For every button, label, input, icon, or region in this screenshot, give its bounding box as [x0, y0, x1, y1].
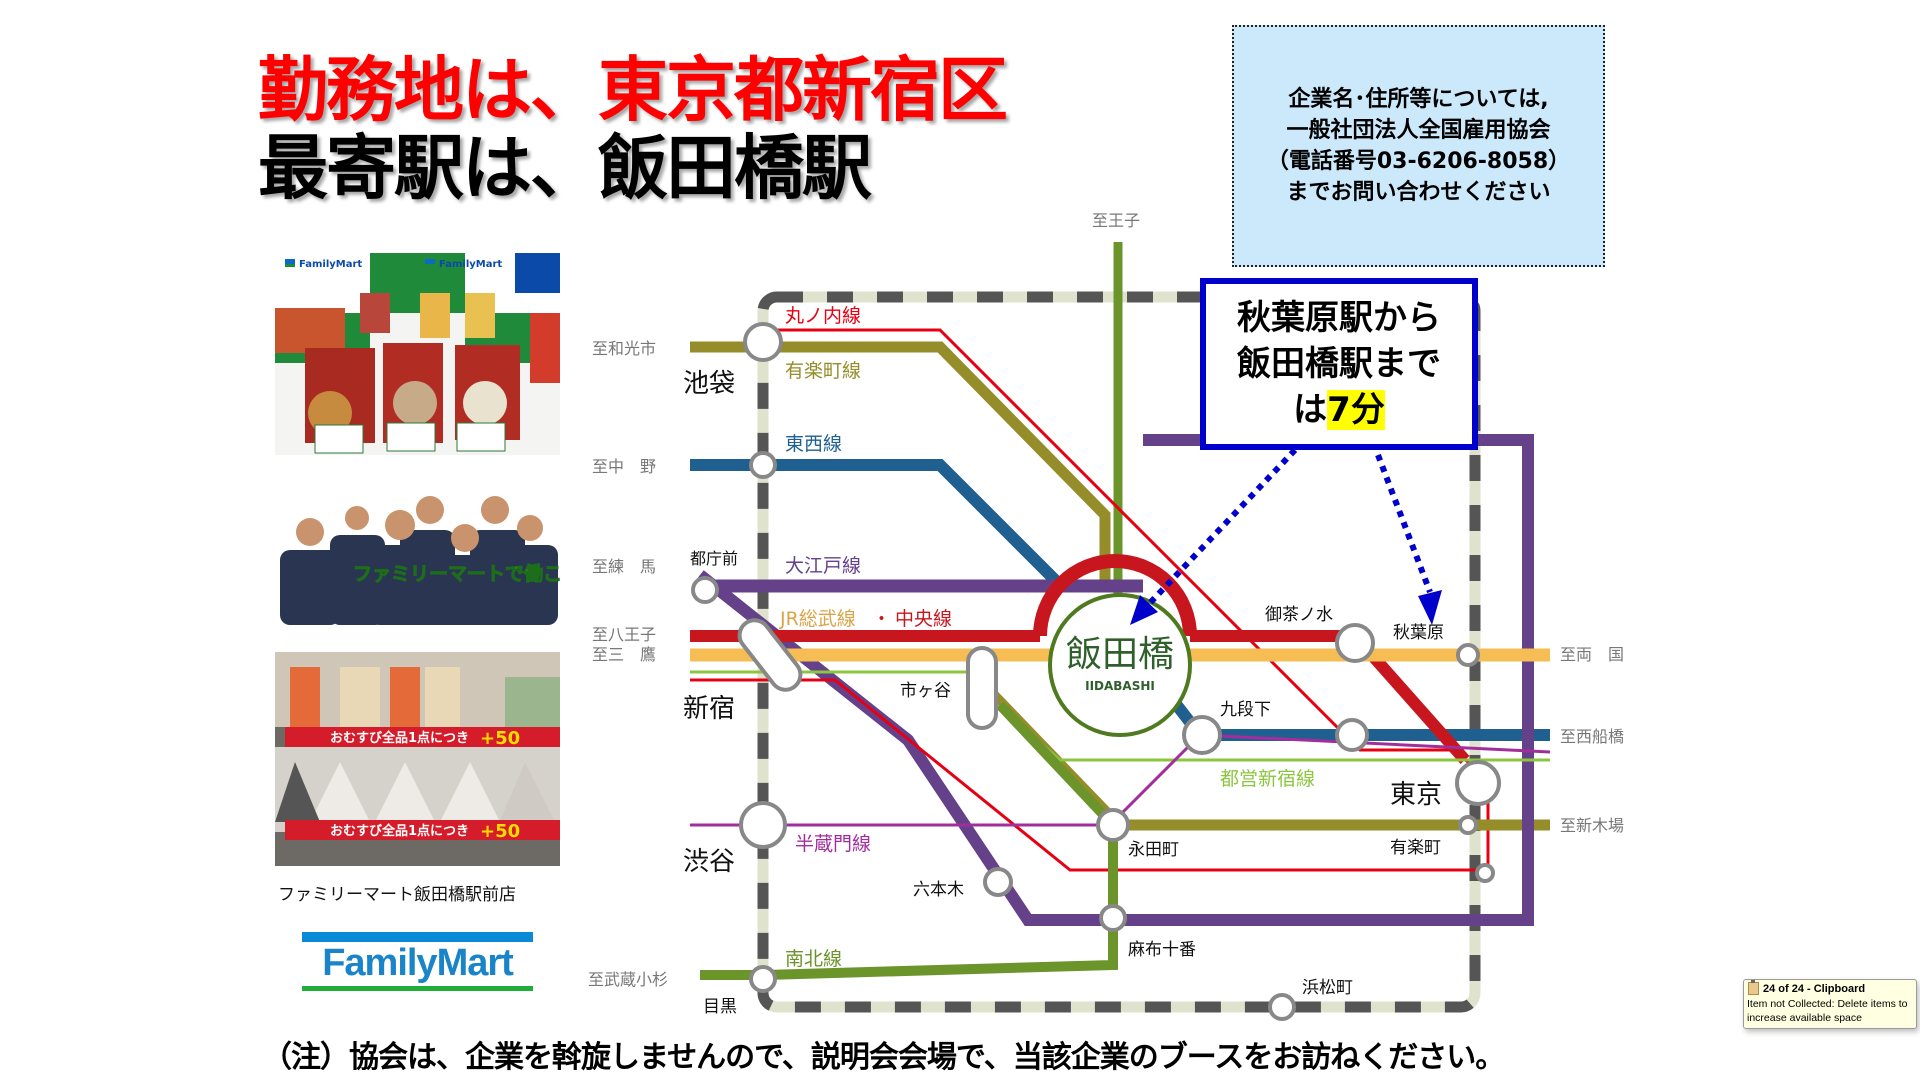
svg-text:渋谷: 渋谷 [683, 847, 735, 877]
onigiri-shelf-photo: おむすび全品1点につき +50 おむすび全品1点につき +50 [275, 652, 560, 866]
svg-text:浜松町: 浜松町 [1302, 978, 1353, 998]
frozen-food-display-photo: FamilyMart FamilyMart [275, 253, 560, 455]
svg-text:都営新宿線: 都営新宿線 [1220, 768, 1315, 790]
station-markers [691, 322, 1501, 1021]
info-line: までお問い合わせください [1286, 180, 1551, 205]
svg-text:IIDABASHI: IIDABASHI [1085, 679, 1155, 693]
svg-text:九段下: 九段下 [1220, 700, 1271, 720]
svg-text:東京: 東京 [1390, 780, 1442, 810]
info-line: （電話番号03-6206-8058） [1266, 149, 1571, 174]
clipboard-notification[interactable]: 24 of 24 - Clipboard Item not Collected:… [1743, 979, 1917, 1029]
callout-arrows [1145, 447, 1433, 608]
svg-text:・: ・ [872, 608, 891, 630]
svg-text:おむすび全品1点につき: おむすび全品1点につき [330, 823, 469, 839]
info-line: 一般社団法人全国雇用協会 [1286, 118, 1551, 143]
svg-text:至八王子: 至八王子 [592, 625, 656, 644]
svg-text:至和光市: 至和光市 [592, 339, 656, 358]
travel-time-highlight: 7分 [1327, 390, 1385, 430]
clipboard-icon [1748, 980, 1759, 995]
svg-text:至新木場: 至新木場 [1560, 816, 1624, 835]
logo-text: FamilyMart [322, 942, 514, 984]
svg-text:半蔵門線: 半蔵門線 [795, 833, 871, 855]
iidabashi-station-marker: 飯田橋 IIDABASHI [1048, 593, 1192, 737]
svg-text:おむすび全品1点につき: おむすび全品1点につき [330, 730, 469, 746]
svg-text:六本木: 六本木 [913, 880, 964, 900]
page-title-station: 最寄駅は、飯田橋駅 [258, 127, 872, 209]
svg-text:ファミリーマートで働こう♪: ファミリーマートで働こう♪ [353, 562, 560, 585]
svg-text:永田町: 永田町 [1128, 840, 1179, 860]
svg-text:FamilyMart: FamilyMart [299, 259, 362, 270]
svg-text:御茶ノ水: 御茶ノ水 [1265, 605, 1333, 625]
svg-text:池袋: 池袋 [683, 369, 735, 399]
svg-text:有楽町線: 有楽町線 [785, 360, 861, 382]
svg-text:目黒: 目黒 [703, 997, 737, 1017]
svg-text:至中 野: 至中 野 [592, 457, 656, 476]
svg-text:丸ノ内線: 丸ノ内線 [785, 305, 861, 327]
arrow-head-iidabashi [1130, 595, 1158, 625]
svg-text:至西船橋: 至西船橋 [1560, 727, 1624, 746]
svg-text:中央線: 中央線 [895, 608, 952, 630]
svg-text:+50: +50 [480, 821, 520, 842]
clipboard-header: 24 of 24 - Clipboard [1748, 980, 1866, 995]
footer-note: （注）協会は、企業を斡旋しませんので、説明会会場で、当該企業のブースをお訪ねくだ… [262, 1040, 1505, 1075]
svg-text:FamilyMart: FamilyMart [439, 259, 502, 270]
svg-text:JR総武線: JR総武線 [779, 608, 856, 630]
clipboard-title: 24 of 24 - Clipboard [1763, 982, 1866, 995]
callout-prefix: は [1293, 390, 1328, 430]
page-title-workplace: 勤務地は、東京都新宿区 [258, 49, 1008, 131]
svg-text:至武蔵小杉: 至武蔵小杉 [588, 970, 668, 989]
arrow-head-akihabara [1418, 590, 1442, 625]
store-caption: ファミリーマート飯田橋駅前店 [278, 885, 516, 905]
svg-text:市ヶ谷: 市ヶ谷 [900, 681, 951, 701]
logo-green-bar [302, 986, 533, 991]
clipboard-message: Item not Collected: Delete items to incr… [1747, 998, 1908, 1024]
familymart-logo: FamilyMart [302, 932, 533, 992]
svg-text:至三 鷹: 至三 鷹 [592, 645, 656, 664]
svg-text:飯田橋: 飯田橋 [1066, 634, 1174, 675]
svg-text:新宿: 新宿 [683, 694, 735, 724]
callout-line1: 秋葉原駅から [1237, 298, 1441, 338]
svg-text:至王子: 至王子 [1092, 211, 1140, 230]
svg-text:+50: +50 [480, 728, 520, 749]
svg-text:都庁前: 都庁前 [690, 549, 738, 568]
logo-blue-bar [302, 932, 533, 942]
info-line: 企業名･住所等については, [1288, 87, 1549, 112]
akihabara-travel-time-callout: 秋葉原駅から 飯田橋駅まで は7分 [1200, 278, 1478, 450]
contact-info-box: 企業名･住所等については, 一般社団法人全国雇用協会 （電話番号03-6206-… [1232, 25, 1605, 267]
svg-text:有楽町: 有楽町 [1390, 838, 1441, 858]
svg-text:至練 馬: 至練 馬 [592, 557, 656, 576]
subway-route-map: 飯田橋 IIDABASHI 丸ノ内線 有楽町線 東西線 大江戸線 JR総武線 ・… [588, 211, 1624, 1021]
callout-line2: 飯田橋駅まで [1237, 344, 1441, 384]
svg-text:東西線: 東西線 [785, 433, 842, 455]
staff-group-photo: ファミリーマートで働こう♪ [275, 480, 560, 625]
callout-line3: は7分 [1293, 387, 1385, 433]
svg-text:大江戸線: 大江戸線 [785, 555, 861, 577]
svg-text:秋葉原: 秋葉原 [1393, 623, 1444, 643]
svg-text:南北線: 南北線 [785, 948, 842, 970]
svg-text:麻布十番: 麻布十番 [1128, 940, 1196, 960]
svg-text:至両 国: 至両 国 [1560, 645, 1624, 664]
